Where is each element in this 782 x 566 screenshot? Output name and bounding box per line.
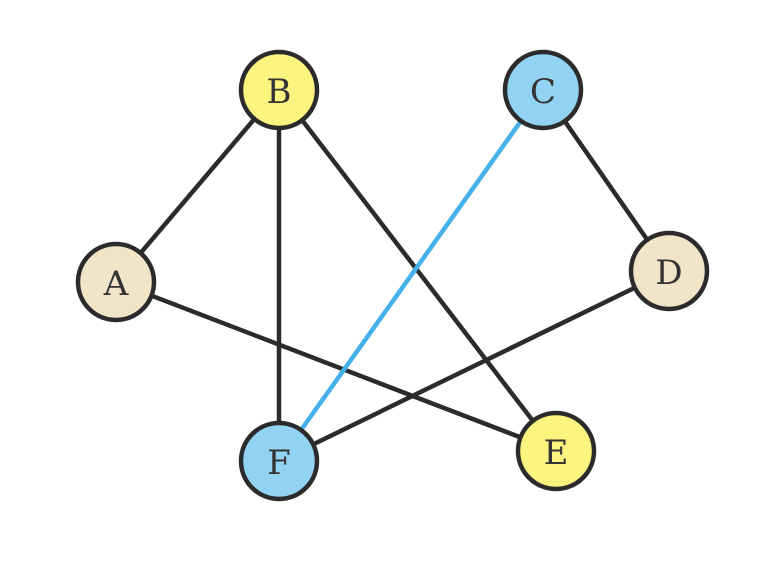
node-b: B bbox=[238, 49, 320, 131]
node-label-c: C bbox=[530, 72, 556, 112]
node-label-a: A bbox=[103, 264, 129, 304]
node-c: C bbox=[502, 49, 584, 131]
node-label-f: F bbox=[267, 443, 291, 483]
node-a: A bbox=[75, 241, 157, 323]
node-circle-b bbox=[238, 49, 320, 131]
node-circle-f bbox=[238, 420, 320, 502]
node-circle-d bbox=[628, 230, 710, 312]
node-e: E bbox=[515, 410, 597, 492]
node-f: F bbox=[238, 420, 320, 502]
edge-a-b bbox=[113, 87, 282, 285]
node-label-b: B bbox=[267, 72, 292, 112]
edge-b-e bbox=[276, 87, 559, 454]
node-d: D bbox=[628, 230, 710, 312]
edges-layer bbox=[113, 87, 672, 464]
edge-c-f bbox=[276, 87, 546, 464]
node-circle-c bbox=[502, 49, 584, 131]
node-label-d: D bbox=[655, 253, 682, 293]
edge-d-f bbox=[276, 268, 672, 464]
nodes-layer: A B C D E F bbox=[75, 49, 710, 502]
node-label-e: E bbox=[544, 433, 569, 473]
node-circle-e bbox=[515, 410, 597, 492]
node-circle-a bbox=[75, 241, 157, 323]
edge-a-e bbox=[113, 279, 559, 454]
